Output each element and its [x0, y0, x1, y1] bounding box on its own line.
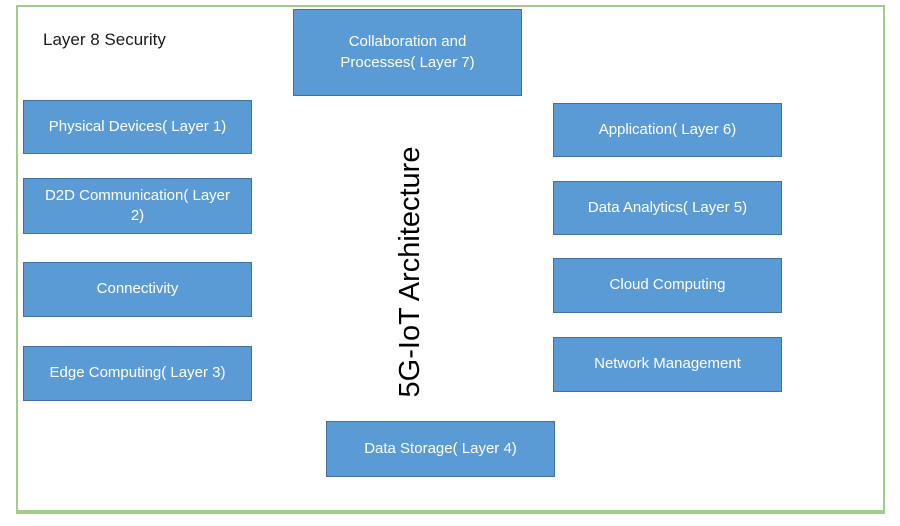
box-label: Physical Devices( Layer 1)	[48, 117, 227, 135]
box-label: Data Analytics( Layer 5)	[587, 198, 748, 216]
security-layer-label: Layer 8 Security	[43, 30, 166, 49]
box-network-management: Network Management	[553, 337, 782, 392]
box-label: Application( Layer 6)	[598, 120, 737, 138]
box-physical-devices-layer1: Physical Devices( Layer 1)	[23, 100, 252, 154]
box-data-analytics-layer5: Data Analytics( Layer 5)	[553, 181, 782, 235]
box-label: Data Storage( Layer 4)	[364, 439, 517, 457]
box-label: Connectivity	[96, 280, 179, 298]
box-label: D2D Communication( Layer 2)	[44, 186, 231, 224]
box-data-storage-layer4: Data Storage( Layer 4)	[326, 421, 555, 477]
box-edge-computing-layer3: Edge Computing( Layer 3)	[23, 346, 252, 401]
frame-border	[16, 5, 885, 514]
box-cloud-computing: Cloud Computing	[553, 258, 782, 313]
box-label: Cloud Computing	[609, 276, 726, 294]
box-application-layer6: Application( Layer 6)	[553, 103, 782, 157]
box-label: Collaboration and Processes( Layer 7)	[340, 33, 475, 71]
box-label: Network Management	[594, 355, 741, 373]
box-connectivity: Connectivity	[23, 262, 252, 317]
box-d2d-communication-layer2: D2D Communication( Layer 2)	[23, 178, 252, 234]
box-label: Edge Computing( Layer 3)	[49, 364, 226, 382]
box-collaboration-layer7: Collaboration and Processes( Layer 7)	[293, 9, 522, 96]
diagram-title: 5G-IoT Architecture	[394, 146, 426, 398]
